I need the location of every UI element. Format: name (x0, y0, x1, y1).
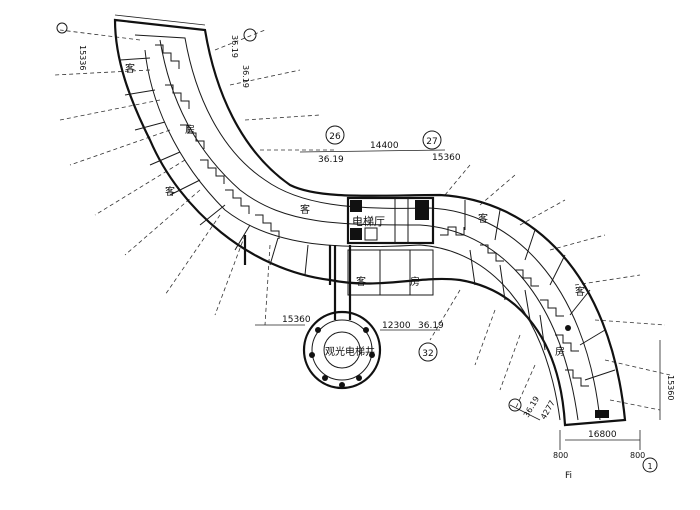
axis-marker-bottom-left (508, 398, 522, 412)
dim-3619-mid: 36.19 (318, 155, 344, 165)
dim-3619-center: 36.19 (418, 321, 444, 331)
axis-marker-top-right (243, 28, 257, 42)
axis-label-fi: Fi (565, 471, 572, 481)
guest-room-label-3: 客 (300, 203, 310, 216)
dimension-lines (114, 14, 661, 450)
room-label-1: 房 (185, 123, 195, 136)
axis-marker-32: 32 (418, 342, 438, 362)
dim-16800: 16800 (588, 430, 617, 440)
room-label-2: 房 (410, 275, 420, 288)
axis-marker-27: 27 (422, 130, 442, 150)
radial-axis-lines-left (54, 29, 335, 326)
guest-room-row-left (119, 44, 332, 285)
svg-text:27: 27 (426, 137, 437, 147)
dim-12300: 12300 (382, 321, 411, 331)
guest-room-row-right (440, 200, 616, 418)
room-label-3: 房 (555, 345, 565, 358)
dim-3619-top: 36.19 (230, 35, 239, 58)
connector-corridor (333, 245, 352, 320)
elevator-core (346, 196, 435, 296)
dim-15360-bottom-right: 15360 (666, 375, 675, 400)
axis-marker-bottom-right: 1 (642, 457, 658, 473)
svg-text:26: 26 (329, 132, 341, 142)
sightseeing-elevator-drum (302, 310, 382, 390)
guest-room-label-4: 客 (356, 275, 366, 288)
guest-room-label-6: 客 (575, 285, 585, 298)
dim-15336-left: 15336 (78, 45, 87, 70)
guest-room-label-1: 客 (125, 62, 135, 75)
dim-800-b: 800 (630, 451, 645, 460)
dim-3619-topright: 36.19 (241, 65, 250, 88)
dim-800-a: 800 (553, 451, 568, 460)
dim-15360-right: 15360 (432, 153, 461, 163)
axis-marker-26: 26 (325, 125, 345, 145)
svg-text:1: 1 (647, 462, 652, 471)
sightseeing-elevator-label: 观光电梯井 (325, 345, 375, 358)
svg-text:32: 32 (422, 349, 433, 359)
radial-axis-lines-right (429, 164, 671, 411)
guest-room-label-2: 客 (165, 185, 175, 198)
dim-4277: 4277 (539, 399, 557, 421)
elevator-hall-label: 电梯厅 (352, 215, 385, 228)
guest-room-label-5: 客 (478, 212, 488, 225)
dim-3619-bottom: 36.19 (522, 395, 541, 419)
dim-14400: 14400 (370, 141, 399, 151)
dim-15360-left: 15360 (282, 315, 311, 325)
axis-marker-top-left (56, 22, 68, 34)
